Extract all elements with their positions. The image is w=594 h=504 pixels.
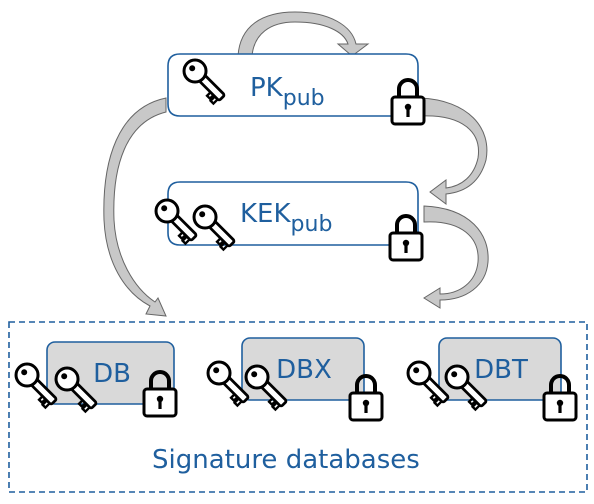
arrow-pk-to-kek xyxy=(419,97,488,205)
dbt-label: DBT xyxy=(474,355,528,385)
signature-databases-group xyxy=(8,321,588,493)
dbx-box: DBX xyxy=(201,337,384,422)
signature-databases-label: Signature databases xyxy=(152,445,420,475)
kek-label: KEKpub xyxy=(240,199,332,237)
arrow-pk-self xyxy=(237,11,370,57)
pk-box: PKpub xyxy=(167,53,426,126)
db-box: DB xyxy=(9,341,178,418)
arrow-pk-to-db xyxy=(103,97,167,317)
dbx-label: DBX xyxy=(276,355,332,385)
dbt-box: DBT xyxy=(401,337,578,422)
arrow-kek-to-dbt xyxy=(423,205,489,309)
kek-box: KEKpub xyxy=(149,181,424,262)
db-label: DB xyxy=(93,359,131,389)
pk-label: PKpub xyxy=(250,73,325,111)
